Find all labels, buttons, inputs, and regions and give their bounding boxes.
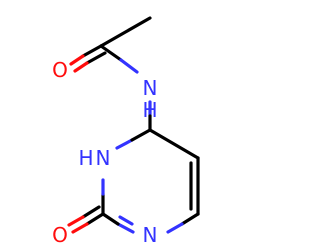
bond-c2-o-a <box>85 212 105 226</box>
bond-carbonyl-double-b <box>85 51 107 65</box>
ring-nh-nitrogen-label: N <box>96 146 111 170</box>
ring-nitrogen-label: N <box>143 223 158 247</box>
bond-c6-n1-n <box>166 222 184 234</box>
ring-oxygen-label: O <box>52 223 68 247</box>
ring-nh-hydrogen-label: H <box>78 146 93 170</box>
bond-carbonyl-n <box>99 44 123 62</box>
bond-c4-c5 <box>148 128 200 160</box>
bond-n1-c2 <box>101 212 120 226</box>
bond-c6-n1 <box>180 212 200 226</box>
bond-carbonyl-double-a <box>81 44 103 58</box>
structure-drawing: O N H H N O N <box>52 16 200 247</box>
molecule-diagram: O N H H N O N <box>52 16 200 247</box>
bond-carbonyl-double-b-o <box>73 61 89 73</box>
bond-methyl-carbonyl <box>99 16 152 48</box>
bond-carbonyl-double-a-o <box>69 54 85 66</box>
oxygen-atom-label: O <box>52 58 68 82</box>
bond-n1-c2-inner-n <box>118 215 134 226</box>
amide-nitrogen-label: N <box>143 76 158 100</box>
bond-c2-o-b-o <box>67 215 85 227</box>
amide-hydrogen-label: H <box>142 98 157 122</box>
bond-carbonyl-n-n <box>119 58 139 74</box>
bond-n1-c2-n <box>116 222 135 234</box>
bond-n3-c4-n <box>115 138 134 150</box>
bond-c2-o-a-o <box>71 222 89 234</box>
bond-c2-o-b <box>81 205 101 219</box>
bond-n3-c4 <box>130 128 152 142</box>
